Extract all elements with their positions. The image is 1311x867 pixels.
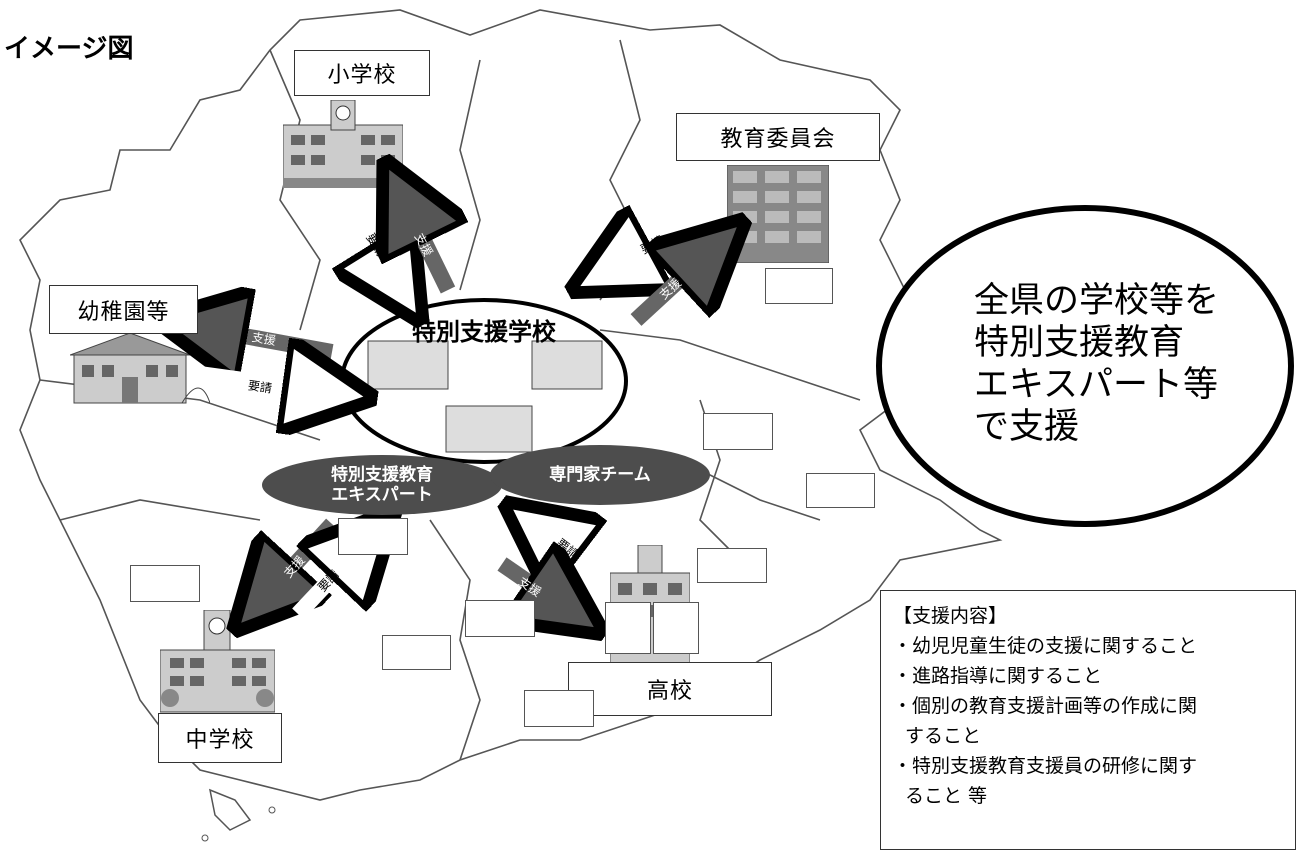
support-item: ・幼児児童生徒の支援に関すること — [893, 635, 1198, 657]
label-kindergarten: 幼稚園等 — [49, 285, 198, 334]
junior-high-building — [160, 610, 275, 713]
support-content-box: 【支援内容】 ・幼児児童生徒の支援に関すること ・進路指導に関すること ・個別の… — [880, 590, 1296, 850]
blank-box — [130, 565, 200, 602]
blank-box — [765, 268, 833, 304]
blank-box — [338, 518, 408, 555]
blank-box — [465, 600, 535, 637]
map-border — [459, 59, 481, 291]
expert-team-label: 専門家チーム — [549, 465, 651, 485]
callout-line1: 全県の学校等を — [974, 281, 1220, 321]
label-junior-high: 中学校 — [158, 713, 282, 763]
island — [208, 788, 252, 831]
label-high-school: 高校 — [568, 662, 772, 716]
island — [201, 834, 209, 842]
arrow-request — [292, 544, 364, 620]
blank-box — [653, 602, 699, 654]
support-item: ・進路指導に関すること — [893, 665, 1103, 687]
special-support-school-label: 特別支援学校 — [412, 318, 556, 346]
blank-box — [697, 548, 767, 583]
callout-line3: エキスパート等 — [974, 365, 1218, 405]
arrow-request — [352, 205, 398, 284]
expert-line1: 特別支援教育 — [331, 465, 433, 485]
island — [268, 806, 276, 814]
board-of-education-building — [727, 165, 829, 263]
blank-box — [605, 602, 651, 654]
callout-line4: で支援 — [974, 407, 1080, 447]
arrow-request — [198, 374, 330, 392]
arrow-support — [630, 250, 712, 326]
map-border — [59, 499, 261, 521]
callout-line2: 特別支援教育 — [974, 323, 1185, 363]
page-title: イメージ図 — [4, 34, 134, 64]
blank-box — [806, 473, 875, 508]
blank-box — [703, 413, 773, 450]
special-support-school-ellipse — [340, 298, 628, 464]
expert-team-oval: 専門家チーム — [490, 445, 710, 505]
support-item: ・特別支援教育支援員の研修に関す — [893, 755, 1198, 777]
blank-box — [382, 635, 451, 670]
support-item: ・個別の教育支援計画等の作成に関 — [893, 695, 1198, 717]
map-border — [269, 49, 321, 331]
map-outline — [19, 9, 1003, 801]
support-item-continuation: すること — [905, 725, 982, 747]
blank-box — [524, 690, 594, 727]
arrow-label-request: 要請 — [247, 378, 273, 396]
support-item-continuation: ること 等 — [905, 785, 988, 807]
map-border — [599, 329, 861, 401]
label-elementary: 小学校 — [294, 50, 430, 96]
expert-oval: 特別支援教育 エキスパート — [262, 455, 502, 515]
callout-ellipse: 全県の学校等を 特別支援教育 エキスパート等 で支援 — [876, 205, 1294, 527]
expert-line2: エキスパート — [331, 485, 433, 505]
arrow-support — [404, 200, 448, 294]
arrow-support — [497, 564, 566, 608]
map-border — [429, 519, 481, 761]
support-heading: 【支援内容】 — [893, 605, 1008, 627]
label-board: 教育委員会 — [676, 113, 880, 161]
